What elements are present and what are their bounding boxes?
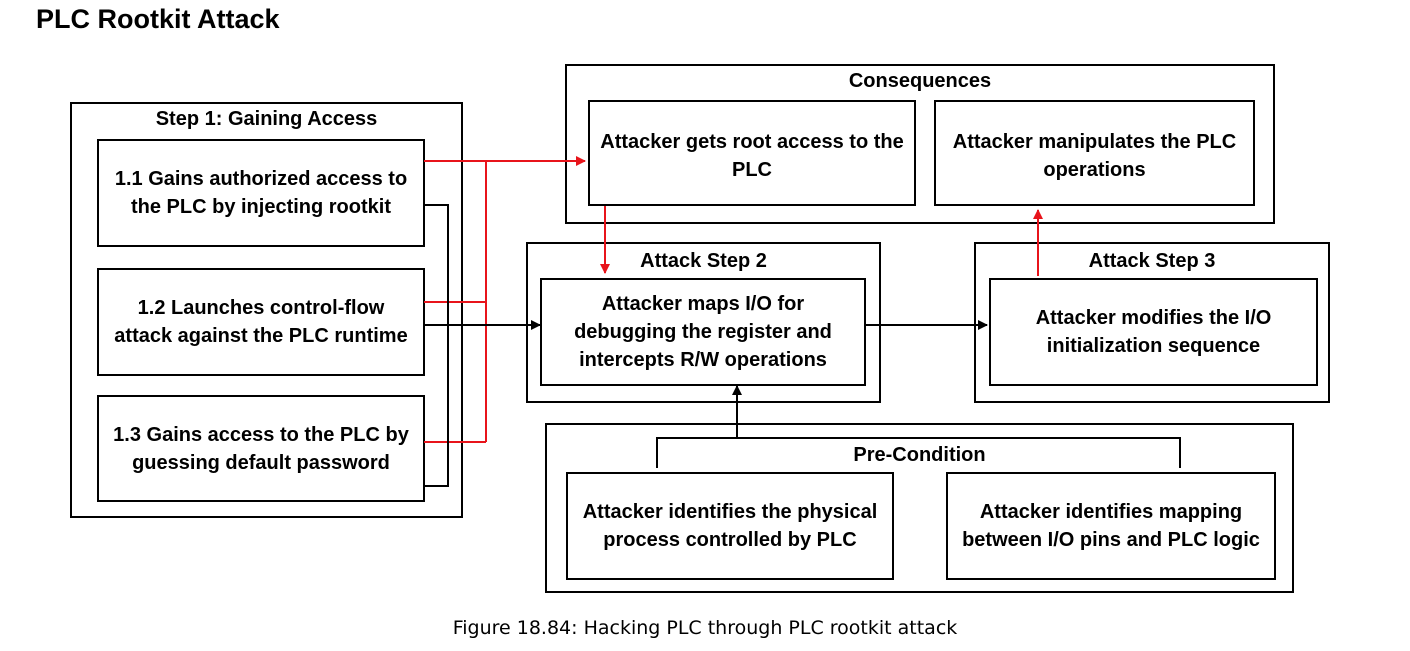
- attack-step3-group: Attack Step 3 Attacker modifies the I/O …: [974, 242, 1330, 403]
- precondition-title: Pre-Condition: [853, 444, 986, 466]
- figure-caption: Figure 18.84: Hacking PLC through PLC ro…: [452, 617, 958, 639]
- page-title: PLC Rootkit Attack: [36, 4, 280, 34]
- attack-step3-title: Attack Step 3: [1088, 250, 1216, 272]
- step1-item-1-3: 1.3 Gains access to the PLC by guessing …: [97, 395, 425, 502]
- attack-step2-group: Attack Step 2 Attacker maps I/O for debu…: [526, 242, 881, 403]
- attack-step2-title: Attack Step 2: [640, 250, 767, 272]
- step1-group: Step 1: Gaining Access 1.1 Gains authori…: [70, 102, 463, 518]
- step1-title: Step 1: Gaining Access: [155, 108, 378, 130]
- black-bracket-precondition: [656, 437, 1181, 468]
- precondition-io-mapping: Attacker identifies mapping between I/O …: [946, 472, 1276, 580]
- attack-step2-box: Attacker maps I/O for debugging the regi…: [540, 278, 866, 386]
- precondition-physical-process: Attacker identifies the physical process…: [566, 472, 894, 580]
- consequence-root-access: Attacker gets root access to the PLC: [588, 100, 916, 206]
- consequence-manipulates-operations: Attacker manipulates the PLC operations: [934, 100, 1255, 206]
- consequences-title: Consequences: [848, 70, 992, 92]
- step1-item-1-1: 1.1 Gains authorized access to the PLC b…: [97, 139, 425, 247]
- red-connectors: [424, 156, 1043, 443]
- step1-item-1-2: 1.2 Launches control-flow attack against…: [97, 268, 425, 376]
- precondition-group: Pre-Condition Attacker identifies the ph…: [545, 423, 1294, 593]
- black-connectors: [424, 204, 1181, 487]
- attack-step3-box: Attacker modifies the I/O initialization…: [989, 278, 1318, 386]
- consequences-group: Consequences Attacker gets root access t…: [565, 64, 1275, 224]
- black-bracket-step1: [424, 204, 449, 487]
